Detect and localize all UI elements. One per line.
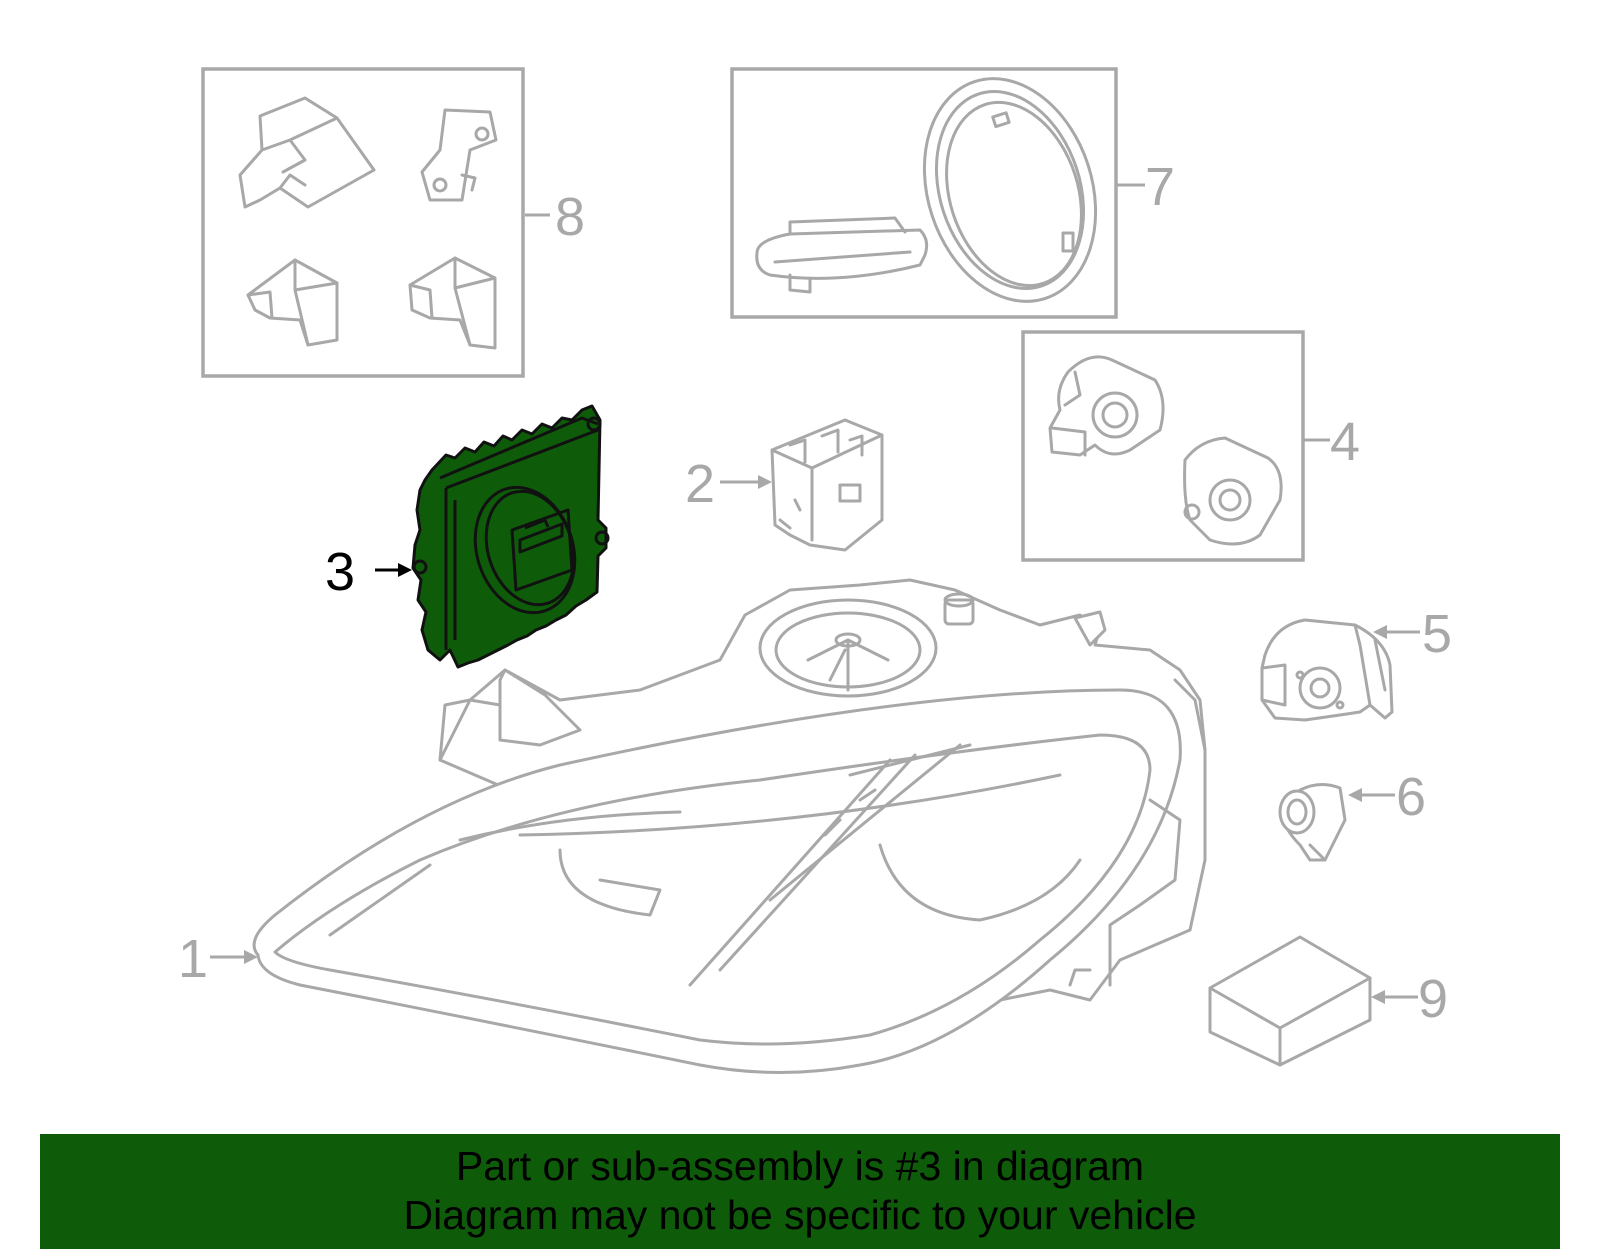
callout-1: 1 — [178, 929, 208, 989]
info-banner: Part or sub-assembly is #3 in diagram Di… — [40, 1134, 1560, 1249]
banner-line-2: Diagram may not be specific to your vehi… — [403, 1192, 1197, 1238]
callout-3: 3 — [325, 542, 355, 602]
callout-9: 9 — [1418, 969, 1448, 1029]
part-5-socket[interactable] — [1260, 618, 1420, 722]
part-9-box[interactable] — [1208, 935, 1418, 1067]
callout-5: 5 — [1422, 604, 1452, 664]
callout-2: 2 — [685, 454, 715, 514]
part-2-igniter[interactable] — [720, 418, 884, 552]
kit-box-7 — [730, 67, 1118, 319]
callout-8: 8 — [555, 187, 585, 247]
part-8-bracket-kit[interactable] — [201, 67, 550, 378]
banner-line-1: Part or sub-assembly is #3 in diagram — [455, 1143, 1145, 1189]
part-6-bulb[interactable] — [1278, 783, 1395, 862]
callout-6: 6 — [1396, 767, 1426, 827]
callout-7: 7 — [1145, 157, 1175, 217]
kit-box-8 — [201, 67, 525, 378]
part-1-headlamp-assembly[interactable] — [210, 578, 1207, 1074]
kit-box-4 — [1021, 330, 1305, 562]
part-4-bulb-sockets[interactable] — [1021, 330, 1330, 562]
part-7-cover-and-seal[interactable] — [730, 56, 1145, 324]
callout-4: 4 — [1330, 412, 1360, 472]
part-3-control-module[interactable] — [375, 404, 610, 669]
